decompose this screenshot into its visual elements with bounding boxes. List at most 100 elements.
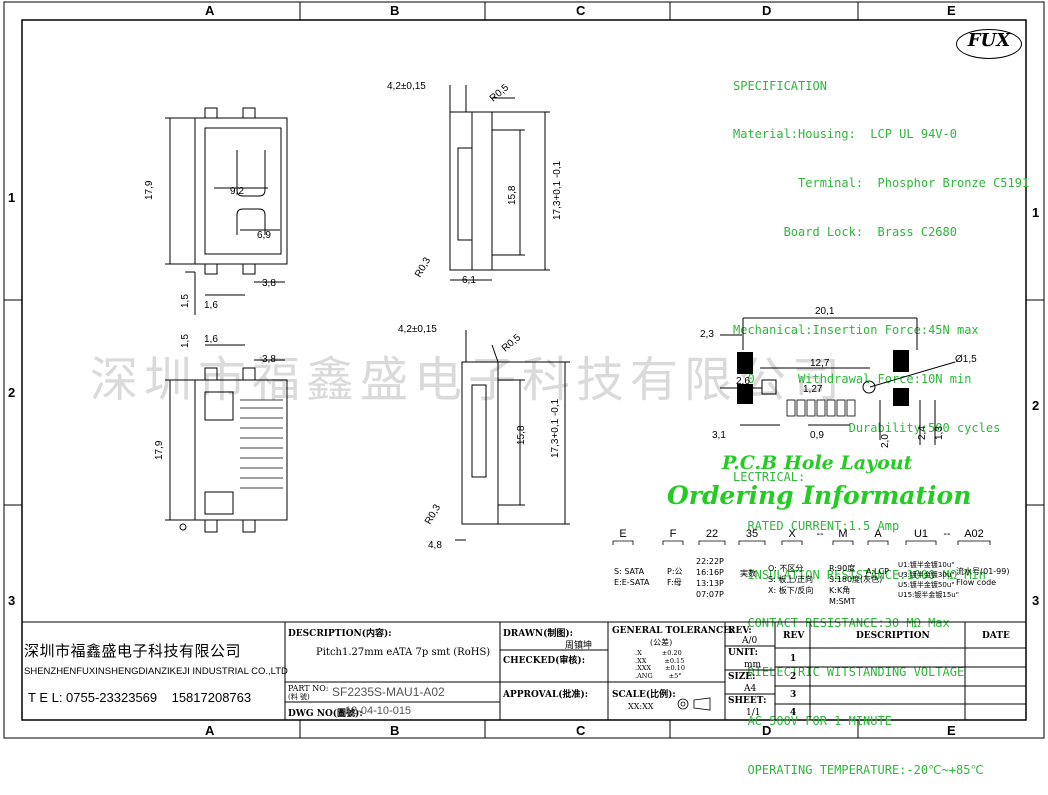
zone-row-1-right: 1: [1032, 205, 1040, 220]
spec-line: AC 500V FOR 1 MINUTE: [733, 714, 892, 729]
rev-table-header-date: DATE: [982, 631, 1010, 641]
dim-text: 1,5: [180, 294, 191, 308]
zone-row-3-right: 3: [1032, 593, 1040, 608]
zone-col-e: E: [947, 3, 956, 18]
dim-text: 4,8: [428, 540, 442, 551]
tol-value: ±5°: [668, 671, 682, 680]
scale-value: XX:XX: [628, 702, 654, 711]
drawn-label: DRAWN(制图):: [503, 629, 573, 639]
order-code: M: [838, 528, 848, 540]
dim-text: 3,8: [262, 278, 276, 289]
rev-row: 2: [790, 672, 797, 682]
company-name-en: SHENZHENFUXINSHENGDIANZIKEJI INDUSTRIAL …: [24, 666, 288, 677]
zone-row-1: 1: [8, 190, 16, 205]
dwg-no-value: 12-04-10-015: [345, 705, 412, 717]
ordering-brackets: [612, 540, 991, 545]
spec-line: Durability:500 cycles: [733, 420, 1001, 435]
dim-text: 17,3+0,1 -0,1: [550, 398, 561, 458]
size-value: A4: [744, 684, 757, 694]
order-code: A02: [964, 528, 984, 540]
pcb-signal-pads: [786, 399, 856, 417]
order-code: 22: [705, 528, 719, 540]
tol-key: .ANG: [635, 671, 653, 680]
top-front-view: [165, 107, 288, 315]
order-desc: 22:22P 16:16P 13:13P 07:07P: [696, 557, 724, 599]
spec-line: CONTACT RESISTANCE:30 MΩ Max: [733, 616, 950, 631]
tol-value: ±0.15: [664, 656, 685, 665]
order-code: 35: [745, 528, 759, 540]
spec-line: RATED CURRENT:1.5 Amp: [733, 518, 900, 533]
zone-row-2: 2: [8, 385, 16, 400]
technical-views: 17,9 9,2 6,9 3,8 1,5 1,6 4,2±0,15 R0,5 1…: [144, 81, 977, 551]
top-side-view: [449, 85, 550, 281]
pcb-pads: [737, 350, 909, 406]
unit-value: mm: [744, 660, 762, 670]
sheet-label: SHEET:: [728, 696, 767, 706]
pcb-layout: [720, 317, 956, 445]
description-label: DESCRIPTION(内容):: [288, 629, 392, 639]
order-code: E: [619, 528, 627, 540]
tol-key: .XX: [635, 656, 647, 665]
rev-label: REV:: [728, 626, 752, 636]
spec-line: Board Lock: Brass C2680: [733, 225, 957, 240]
rev-row: 3: [790, 690, 797, 700]
bottom-front-view: [165, 344, 288, 533]
approval-label: APPROVAL(批准):: [503, 690, 589, 700]
dim-text: 9,2: [230, 186, 244, 197]
size-label: SIZE:: [728, 672, 756, 682]
zone-row-3: 3: [8, 593, 16, 608]
zone-col-a-bottom: A: [205, 723, 215, 738]
zone-row-2-right: 2: [1032, 398, 1040, 413]
tolerance-label: GENERAL TOLERANCE:: [612, 626, 734, 636]
spec-line: OPERATING TEMPERATURE:-20℃~+85℃: [733, 763, 984, 778]
dim-text: 15,8: [516, 425, 527, 445]
dim-text: 4,2±0,15: [387, 81, 426, 92]
dim-text: 1,6: [204, 334, 218, 345]
spec-line: Terminal: Phosphor Bronze C5191: [733, 176, 1030, 191]
dim-text: Ø1,5: [955, 354, 977, 365]
dim-text: 2,4: [917, 426, 928, 440]
dim-text: 1,6: [204, 300, 218, 311]
rev-row: 1: [790, 654, 797, 664]
dim-text: 2,6: [736, 376, 750, 387]
zone-col-d-bottom: D: [762, 723, 772, 738]
spec-line: LECTRICAL:: [733, 469, 806, 484]
dim-text: 12,7: [810, 358, 830, 369]
dim-text: 15,8: [507, 185, 518, 205]
order-desc: A:LCP: [866, 567, 889, 576]
order-code: X: [788, 528, 796, 540]
zone-col-b: B: [390, 3, 400, 18]
order-desc: 流水号(01-99) Flow code: [956, 567, 1010, 587]
rev-table-header-rev: REV: [783, 631, 805, 641]
checked-label: CHECKED(审核):: [503, 656, 586, 666]
company-name-cn: 深圳市福鑫盛电子科技有限公司: [24, 642, 242, 660]
order-desc: P:公 F:母: [667, 567, 683, 587]
projection-symbol-icon: [677, 697, 711, 711]
zone-col-e-bottom: E: [947, 723, 956, 738]
dim-text: 2,3: [700, 329, 714, 340]
drawn-value: 周镇坤: [565, 641, 593, 651]
part-no-value: SF2235S-MAU1-A02: [332, 685, 445, 699]
company-tel: T E L: 0755-23323569 15817208763: [28, 690, 252, 705]
dim-text: 4,2±0,15: [398, 324, 437, 335]
spec-line: Material:Housing: LCP UL 94V-0: [733, 127, 957, 142]
part-no-sub: (料 號): [288, 693, 310, 701]
dim-text: 1,3: [934, 426, 945, 440]
order-desc: R:90度 S:180度(灰色) K:K角 M:SMT: [829, 564, 883, 606]
dwg-no-label: DWG NO(圖號):: [288, 709, 363, 719]
tol-key: .XXX: [635, 664, 651, 672]
tolerance-sub: (公差): [650, 638, 673, 647]
dim-text: 2,0: [880, 434, 891, 448]
dim-text: 3,1: [712, 430, 726, 441]
rev-row: 4: [790, 708, 797, 718]
rev-value: A/0: [742, 636, 758, 646]
order-code: --: [943, 528, 951, 540]
zone-col-b-bottom: B: [390, 723, 400, 738]
zone-col-a: A: [205, 3, 215, 18]
dim-text: 20,1: [815, 306, 835, 317]
order-desc: 実数: [740, 569, 756, 578]
dim-text: 6,9: [257, 230, 271, 241]
order-code: U1: [913, 528, 929, 540]
rev-table-header-description: DESCRIPTION: [856, 631, 930, 641]
dim-text: 6,1: [462, 275, 476, 286]
